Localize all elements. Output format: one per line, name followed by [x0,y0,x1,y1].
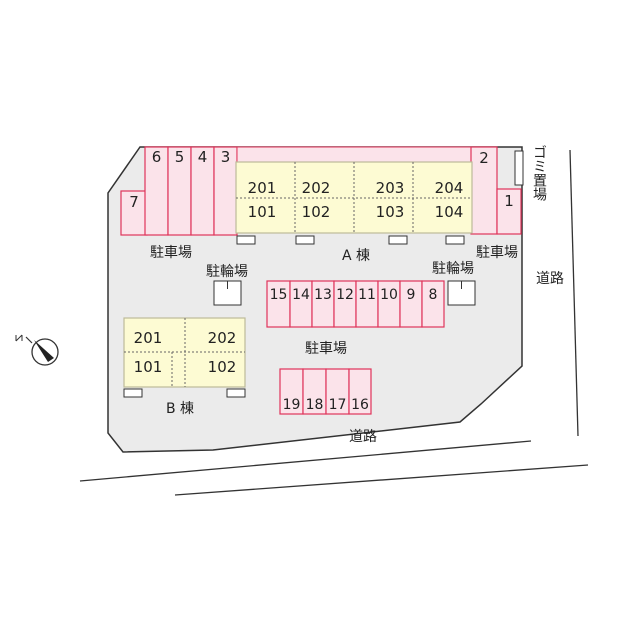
label-road-right: 道路 [536,271,564,287]
bicycle-parking-right [447,280,476,306]
parking-label-19: 19 [283,397,301,413]
parking-label-5: 5 [175,148,185,166]
room-b-201[interactable]: 201 [134,329,163,347]
room-a-201[interactable]: 201 [248,179,277,197]
building-b-entrances [123,388,246,398]
building-b: 201 202 101 102 [123,317,246,388]
bicycle-parking-left [213,280,242,306]
parking-group-top-left [120,146,238,236]
parking-label-6: 6 [152,148,162,166]
parking-label-4: 4 [198,148,208,166]
parking-slot-16[interactable] [348,368,372,415]
room-a-104[interactable]: 104 [435,203,464,221]
label-parking-center: 駐車場 [305,340,347,357]
room-a-204[interactable]: 204 [435,179,464,197]
parking-slot-8[interactable] [421,280,445,328]
label-parking-right: 駐車場 [476,244,518,261]
parking-label-11: 11 [358,287,376,303]
building-a-entrances [236,235,465,245]
parking-label-15: 15 [270,287,288,303]
room-b-101[interactable]: 101 [134,358,163,376]
parking-group-middle: 15 14 13 12 11 10 9 8 [266,280,445,328]
room-a-103[interactable]: 103 [376,203,405,221]
label-parking-left: 駐車場 [150,244,192,261]
parking-label-9: 9 [407,287,416,303]
building-a-top-strip [236,146,472,163]
parking-label-16: 16 [351,397,369,413]
road-right-edge [569,149,579,437]
parking-label-13: 13 [314,287,332,303]
room-a-203[interactable]: 203 [376,179,405,197]
parking-label-10: 10 [380,287,398,303]
parking-label-14: 14 [292,287,310,303]
room-b-102[interactable]: 102 [208,358,237,376]
label-bicycle-left: 駐輪場 [206,263,248,280]
room-a-101[interactable]: 101 [248,203,277,221]
building-a: 201 202 203 204 101 102 103 104 [235,161,473,234]
garbage-area [514,150,524,186]
label-building-a: A 棟 [342,248,370,264]
parking-slot-1[interactable] [496,188,522,235]
parking-label-2: 2 [479,149,489,167]
parking-label-12: 12 [336,287,354,303]
label-bicycle-right: 駐輪場 [432,260,474,277]
label-building-b: B 棟 [166,401,194,417]
label-garbage: ゴミ置場 [531,145,547,201]
room-a-202[interactable]: 202 [302,179,331,197]
parking-label-8: 8 [429,287,438,303]
parking-group-right [470,146,522,235]
parking-slot-7[interactable] [120,190,148,236]
parking-label-7: 7 [129,193,139,211]
north-arrow-icon [15,334,59,366]
room-a-102[interactable]: 102 [302,203,331,221]
room-b-202[interactable]: 202 [208,329,237,347]
parking-label-1: 1 [504,192,514,210]
road-bottom-edge-lower [174,464,589,496]
parking-group-bottom: 19 18 17 16 [279,368,372,415]
parking-label-17: 17 [329,397,347,413]
road-bottom-edge-upper [79,440,532,482]
parking-label-3: 3 [221,148,231,166]
parking-label-18: 18 [306,397,324,413]
label-road-bottom: 道路 [349,429,377,445]
